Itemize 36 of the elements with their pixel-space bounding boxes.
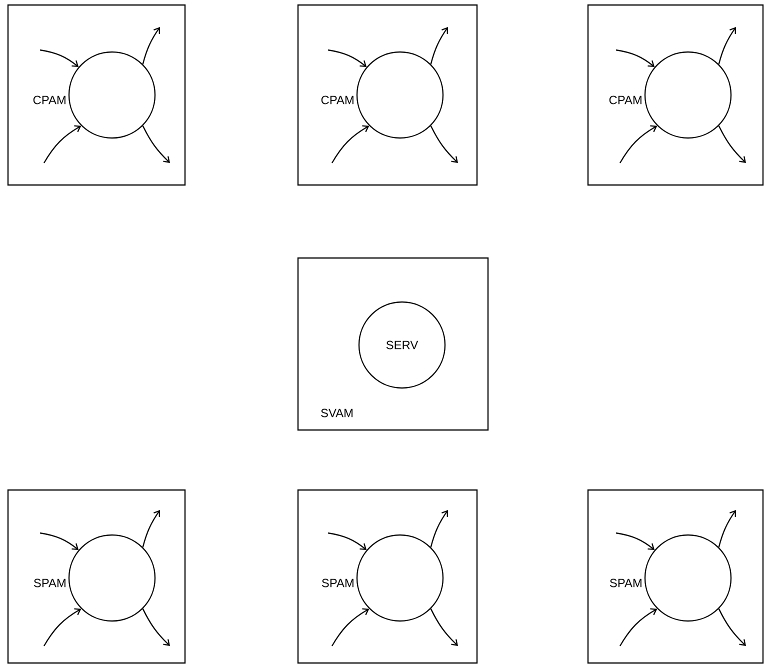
arrow xyxy=(718,126,746,163)
arrow xyxy=(40,49,79,67)
arrow xyxy=(142,126,170,163)
arrow xyxy=(430,126,458,163)
process-circle xyxy=(356,534,444,622)
arrow xyxy=(718,510,736,548)
arrow xyxy=(430,608,458,646)
arrow xyxy=(620,125,658,164)
module-box: CPAM xyxy=(7,4,186,186)
arrow xyxy=(332,608,370,646)
process-circle xyxy=(356,51,444,139)
arrow xyxy=(332,125,370,164)
arrow xyxy=(142,510,160,548)
process-circle xyxy=(644,51,732,139)
arrow xyxy=(616,532,655,550)
arrow xyxy=(44,608,82,646)
process-circle xyxy=(644,534,732,622)
module-box: CPAM xyxy=(587,4,764,186)
module-box: SPAM xyxy=(297,489,478,664)
arrow xyxy=(718,608,746,646)
arrow xyxy=(718,27,736,64)
arrow xyxy=(44,125,82,164)
arrow xyxy=(142,27,160,64)
arrow xyxy=(328,49,367,67)
arrow xyxy=(40,532,79,550)
arrow xyxy=(430,27,448,64)
arrow xyxy=(430,510,448,548)
process-circle xyxy=(68,534,156,622)
module-box: CPAM xyxy=(297,4,478,186)
module-box: SPAM xyxy=(7,489,186,664)
arrow xyxy=(616,49,655,67)
arrow xyxy=(328,532,367,550)
arrow xyxy=(620,608,658,646)
arrow xyxy=(142,608,170,646)
process-circle xyxy=(68,51,156,139)
module-box: SPAM xyxy=(587,489,764,664)
